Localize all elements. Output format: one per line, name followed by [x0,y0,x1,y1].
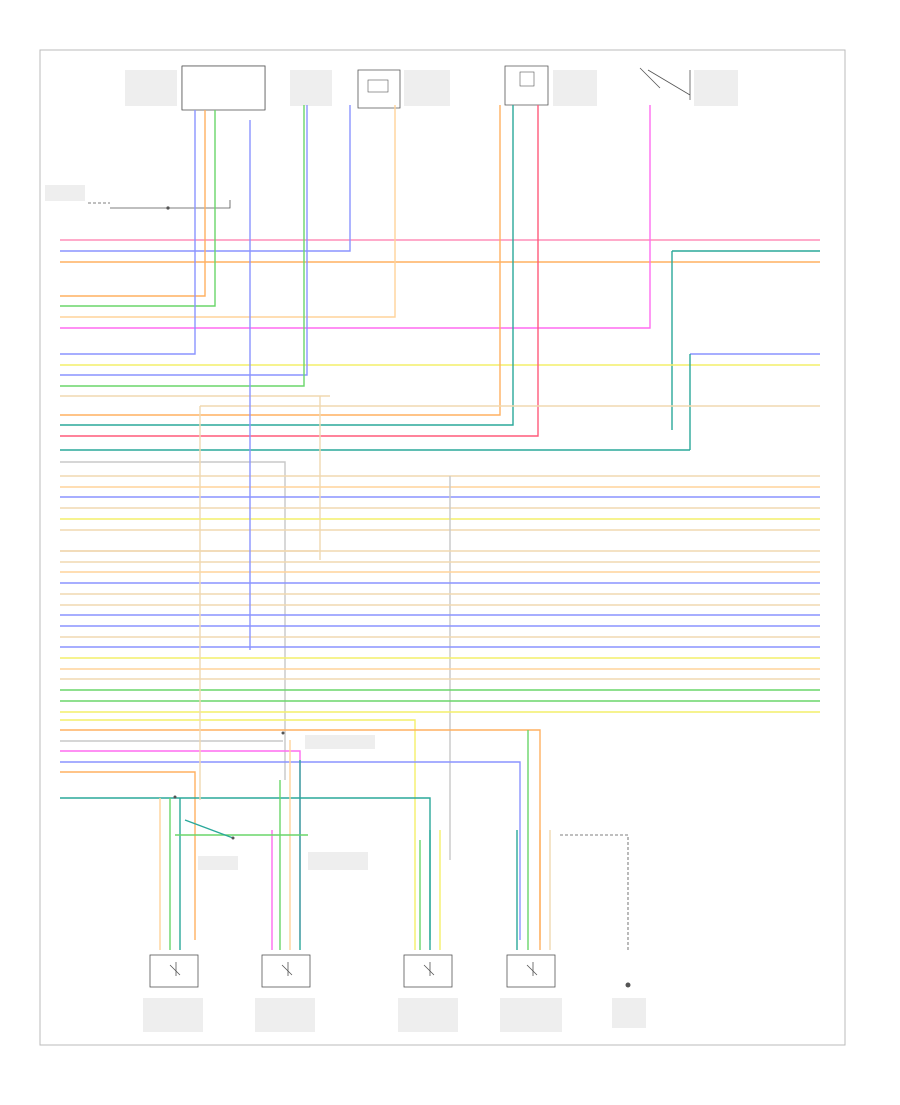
wire-69 [184,819,234,839]
wire-5 [60,110,206,297]
splice-callouts [166,206,375,870]
top-connector-module-1 [125,65,266,111]
left-ground-ref [45,185,231,210]
module-1-callout [125,70,177,106]
top-relay [357,69,450,109]
wire-6 [60,110,216,307]
wire-12 [60,105,305,387]
bottom-sensor-2 [255,954,315,1032]
wire-20 [60,461,286,780]
wire-1 [60,105,351,252]
bottom-sensor-3 [398,954,458,1032]
wire-52 [60,797,431,940]
wire-46 [60,719,416,950]
wire-17 [60,105,514,426]
top-sensor [504,65,597,106]
wire-16 [60,105,501,416]
ground-icon [625,982,631,988]
bottom-sensor-1 [143,954,203,1032]
top-connector-module-2 [290,70,332,106]
wire-11 [60,105,308,376]
wire-50 [60,761,521,940]
wire-18 [60,105,539,437]
bottom-sensor-4 [500,954,562,1032]
wire-9 [60,110,196,355]
wire-8 [60,105,651,329]
wire-7 [60,105,396,318]
top-switch [639,67,738,106]
wire-group [60,105,820,950]
splice-icon [166,206,170,210]
wire-51 [60,771,196,940]
bottom-ground [560,834,646,1028]
diagram-frame [39,49,846,1046]
